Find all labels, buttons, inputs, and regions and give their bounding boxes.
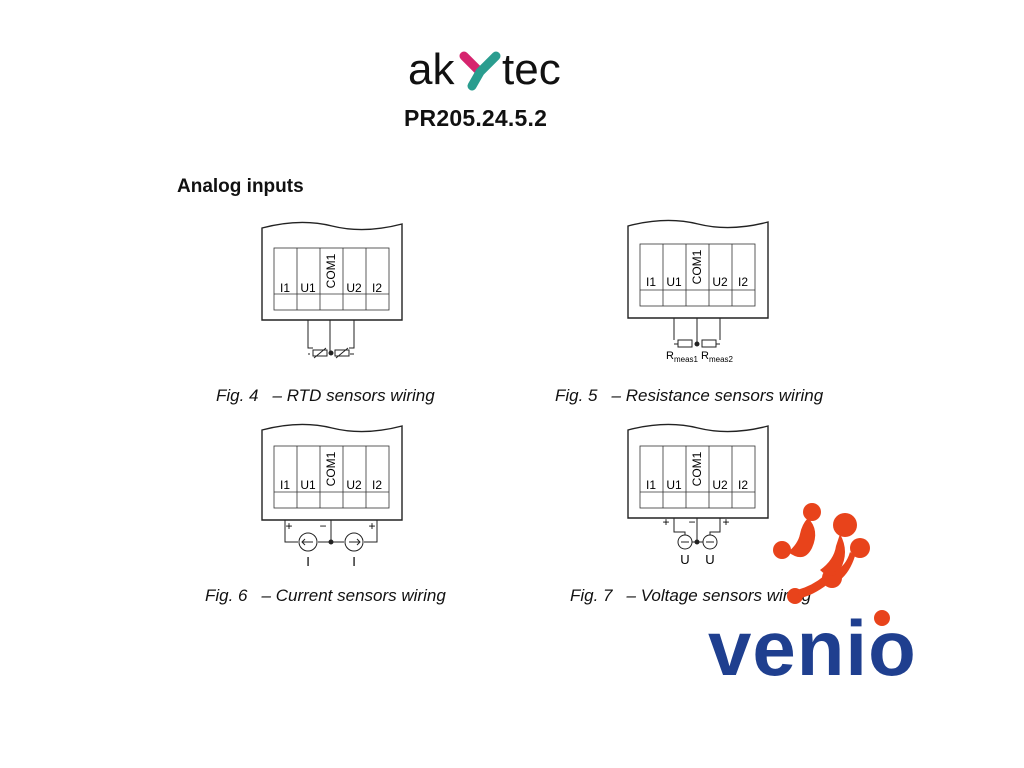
terminal-com1: COM1: [324, 451, 338, 486]
terminal-com1: COM1: [690, 451, 704, 486]
fig6-text: – Current sensors wiring: [261, 586, 446, 605]
model-title: PR205.24.5.2: [404, 105, 548, 131]
caption-fig5: Fig. 5 – Resistance sensors wiring: [555, 386, 823, 406]
fig5-text: – Resistance sensors wiring: [611, 386, 824, 405]
terminal-i2: I2: [738, 478, 748, 492]
terminal-u2: U2: [712, 478, 728, 492]
minus-sign: −: [688, 515, 695, 529]
rtd-wires: [307, 320, 355, 359]
current-wiring-diagram: I1 U1 COM1 U2 I2 + − + I I: [261, 423, 403, 569]
venio-logo: venio: [708, 503, 916, 690]
plus-sign: +: [368, 519, 375, 533]
plus-sign: +: [722, 515, 729, 529]
caption-fig4: Fig. 4 – RTD sensors wiring: [216, 386, 435, 406]
fig6-number: Fig. 6: [205, 586, 248, 605]
terminal-i1: I1: [280, 281, 290, 295]
terminal-i1: I1: [280, 478, 290, 492]
minus-sign: −: [319, 519, 326, 533]
voltage-source-label: U: [680, 552, 689, 567]
terminal-u1: U1: [300, 478, 316, 492]
caption-fig7: Fig. 7 – Voltage sensors wiring: [570, 586, 811, 606]
fig4-text: – RTD sensors wiring: [272, 386, 435, 405]
voltage-wires: [673, 518, 721, 550]
terminal-i2: I2: [738, 275, 748, 289]
fig7-number: Fig. 7: [570, 586, 613, 605]
resistance-wiring-diagram: I1 U1 COM1 U2 I2 Rmeas1 Rmeas2: [627, 219, 769, 364]
svg-text:tec: tec: [502, 45, 561, 94]
akytec-y-mark: [459, 51, 501, 91]
terminal-u1: U1: [300, 281, 316, 295]
fig4-number: Fig. 4: [216, 386, 259, 405]
terminal-i1: I1: [646, 275, 656, 289]
plus-sign: +: [662, 515, 669, 529]
terminal-i1: I1: [646, 478, 656, 492]
terminal-block: I1 U1 COM1 U2 I2: [261, 423, 403, 521]
current-source-label: I: [306, 554, 310, 569]
voltage-wiring-diagram: I1 U1 COM1 U2 I2 + − + U U: [627, 423, 769, 567]
current-wires: [284, 520, 378, 552]
terminal-i2: I2: [372, 478, 382, 492]
plus-sign: +: [285, 519, 292, 533]
terminal-block: I1 U1 COM1 U2 I2: [261, 221, 403, 321]
fig5-number: Fig. 5: [555, 386, 598, 405]
terminal-u1: U1: [666, 275, 682, 289]
terminal-u1: U1: [666, 478, 682, 492]
current-source-label: I: [352, 554, 356, 569]
terminal-block: I1 U1 COM1 U2 I2: [627, 219, 769, 319]
svg-text:ak: ak: [408, 45, 455, 94]
venio-molecule-mark: [773, 503, 870, 604]
rtd-wiring-diagram: I1 U1 COM1 U2 I2: [261, 221, 403, 359]
terminal-com1: COM1: [690, 249, 704, 284]
terminal-u2: U2: [346, 281, 362, 295]
section-title: Analog inputs: [177, 176, 304, 197]
fig7-text: – Voltage sensors wiring: [626, 586, 812, 605]
resistor-label-meas2: Rmeas2: [701, 350, 734, 364]
akytec-logo: ak tec: [408, 45, 561, 94]
terminal-com1: COM1: [324, 253, 338, 288]
terminal-u2: U2: [346, 478, 362, 492]
terminal-block: I1 U1 COM1 U2 I2: [627, 423, 769, 519]
resistor-wires: [673, 318, 721, 348]
terminal-i2: I2: [372, 281, 382, 295]
voltage-source-label: U: [705, 552, 714, 567]
caption-fig6: Fig. 6 – Current sensors wiring: [205, 586, 446, 606]
resistor-label-meas1: Rmeas1: [666, 350, 699, 364]
terminal-u2: U2: [712, 275, 728, 289]
